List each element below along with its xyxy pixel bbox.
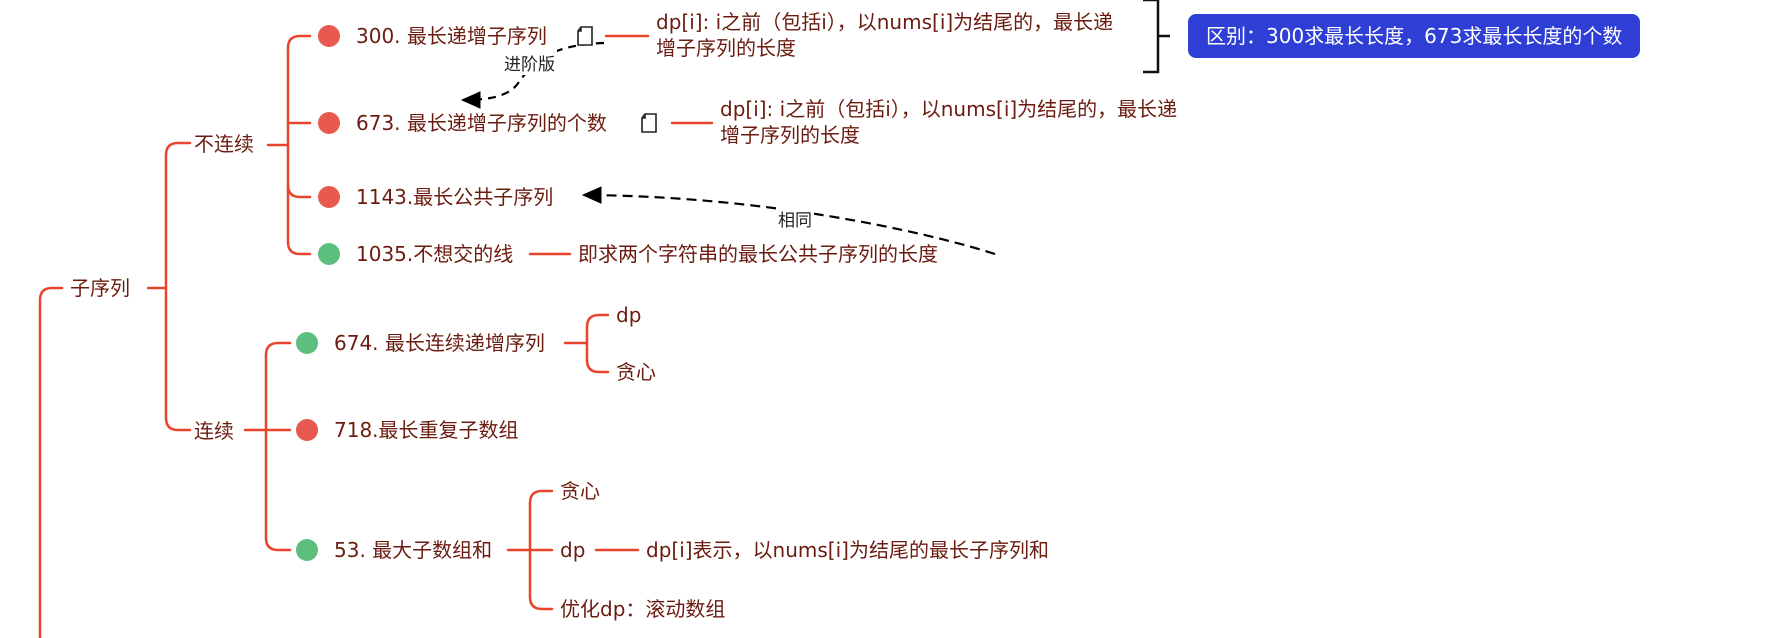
note-300: dp[i]: i之前（包括i），以nums[i]为结尾的，最长递增子序列的长度 bbox=[656, 10, 1114, 60]
problem-673[interactable]: 673. 最长递增子序列的个数 bbox=[356, 111, 607, 135]
status-dot-red bbox=[318, 186, 340, 208]
branch-continuous[interactable]: 连续 bbox=[194, 419, 234, 443]
problem-674[interactable]: 674. 最长连续递增序列 bbox=[334, 331, 545, 355]
status-dot-green bbox=[296, 332, 318, 354]
note-icon[interactable] bbox=[576, 26, 594, 46]
problem-1143[interactable]: 1143.最长公共子序列 bbox=[356, 185, 554, 209]
note-53-dp: dp[i]表示，以nums[i]为结尾的最长子序列和 bbox=[646, 538, 1049, 562]
status-dot-green bbox=[318, 243, 340, 265]
approach-dp[interactable]: dp bbox=[616, 303, 642, 327]
root-node[interactable]: 子序列 bbox=[70, 276, 130, 300]
approach-greedy[interactable]: 贪心 bbox=[560, 479, 600, 503]
note-1035: 即求两个字符串的最长公共子序列的长度 bbox=[578, 242, 938, 266]
status-dot-green bbox=[296, 539, 318, 561]
note-icon[interactable] bbox=[640, 113, 658, 133]
problem-1035[interactable]: 1035.不想交的线 bbox=[356, 242, 514, 266]
status-dot-red bbox=[318, 25, 340, 47]
approach-optimized-dp[interactable]: 优化dp：滚动数组 bbox=[560, 597, 726, 621]
approach-greedy[interactable]: 贪心 bbox=[616, 360, 656, 384]
problem-718[interactable]: 718.最长重复子数组 bbox=[334, 418, 519, 442]
branch-discontinuous[interactable]: 不连续 bbox=[194, 132, 254, 156]
relation-label-same: 相同 bbox=[776, 206, 814, 231]
status-dot-red bbox=[296, 419, 318, 441]
relation-label-advanced: 进阶版 bbox=[502, 50, 557, 75]
note-673: dp[i]: i之前（包括i），以nums[i]为结尾的，最长递增子序列的长度 bbox=[720, 97, 1178, 147]
status-dot-red bbox=[318, 112, 340, 134]
problem-300[interactable]: 300. 最长递增子序列 bbox=[356, 24, 547, 48]
summary-note[interactable]: 区别：300求最长长度，673求最长长度的个数 bbox=[1188, 14, 1641, 58]
approach-dp[interactable]: dp bbox=[560, 538, 586, 562]
problem-53[interactable]: 53. 最大子数组和 bbox=[334, 538, 493, 562]
